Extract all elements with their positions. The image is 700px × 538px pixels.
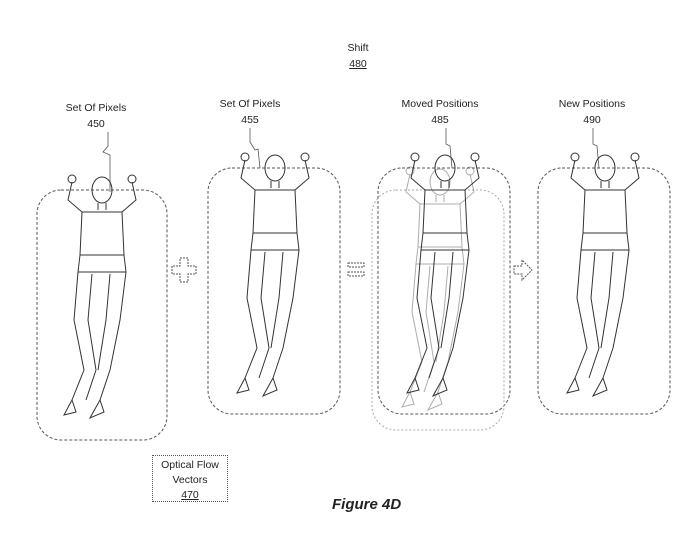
leader-line-485: [445, 128, 453, 169]
panel-title: Set Of Pixels: [65, 102, 127, 114]
equals-icon-bottom: [347, 271, 365, 277]
equals-icon-top: [347, 262, 365, 268]
panel-label-450: Set Of Pixels 450: [66, 100, 127, 132]
optical-flow-vectors-box: Optical Flow Vectors 470: [152, 455, 228, 502]
person-figure-490: [566, 152, 640, 397]
optical-flow-line1: Optical Flow: [161, 459, 219, 471]
leader-line-490: [592, 128, 600, 169]
panel-frame-450: [36, 189, 168, 441]
person-figure-455: [236, 152, 310, 397]
panel-label-455: Set Of Pixels 455: [220, 96, 281, 128]
panel-frame-485: [377, 167, 511, 415]
optical-flow-ref: 470: [181, 489, 199, 501]
figure-caption: Figure 4D: [332, 496, 402, 513]
panel-ref: 455: [241, 114, 259, 126]
panel-ref: 450: [87, 118, 105, 130]
person-figure-485-ghost: [401, 166, 475, 411]
plus-icon: [171, 257, 197, 283]
optical-flow-line2: Vectors: [172, 474, 208, 486]
shift-title: Shift: [347, 42, 369, 54]
leader-line-450: [102, 132, 111, 192]
panel-label-485: Moved Positions 485: [401, 96, 478, 128]
arrow-right-icon: [513, 258, 533, 282]
shift-ref: 480: [349, 58, 367, 70]
shift-label: Shift 480: [347, 40, 368, 72]
panel-ref: 485: [431, 114, 449, 126]
panel-frame-490: [537, 167, 671, 415]
panel-title: Set Of Pixels: [219, 98, 281, 110]
panel-title: New Positions: [558, 98, 626, 110]
panel-frame-455: [207, 167, 341, 415]
panel-title: Moved Positions: [401, 98, 479, 110]
person-figure-485: [406, 152, 480, 397]
panel-ref: 490: [583, 114, 601, 126]
person-figure-450: [63, 174, 137, 419]
leader-line-455: [249, 128, 261, 169]
panel-label-490: New Positions 490: [559, 96, 626, 128]
